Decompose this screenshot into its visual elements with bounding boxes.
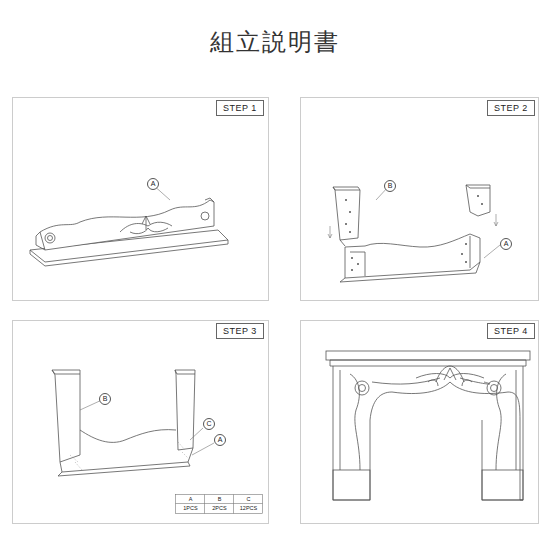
step-text: STEP 1 (223, 103, 257, 113)
table-cell: 2PCS (205, 504, 234, 513)
table-cell: B (205, 495, 234, 504)
table-cell: C (234, 495, 263, 504)
diagram-title: 組立説明書 (210, 26, 340, 58)
table-cell: 12PCS (234, 504, 263, 513)
step-label: STEP 4 (487, 323, 535, 339)
callout-letter: A (214, 434, 226, 446)
step-text: STEP 2 (494, 103, 528, 113)
callout-letter: B (384, 180, 396, 192)
step-text: STEP 4 (494, 326, 528, 336)
step-text: STEP 3 (223, 326, 257, 336)
callout-letter: A (500, 238, 512, 250)
step-label: STEP 2 (487, 100, 535, 116)
callout-letter: C (203, 418, 215, 430)
step-label: STEP 3 (216, 323, 264, 339)
callout-letter: A (147, 178, 159, 190)
table-cell: A (176, 495, 205, 504)
step-label: STEP 1 (216, 100, 264, 116)
table-cell: 1PCS (176, 504, 205, 513)
callout-letter: B (99, 393, 111, 405)
